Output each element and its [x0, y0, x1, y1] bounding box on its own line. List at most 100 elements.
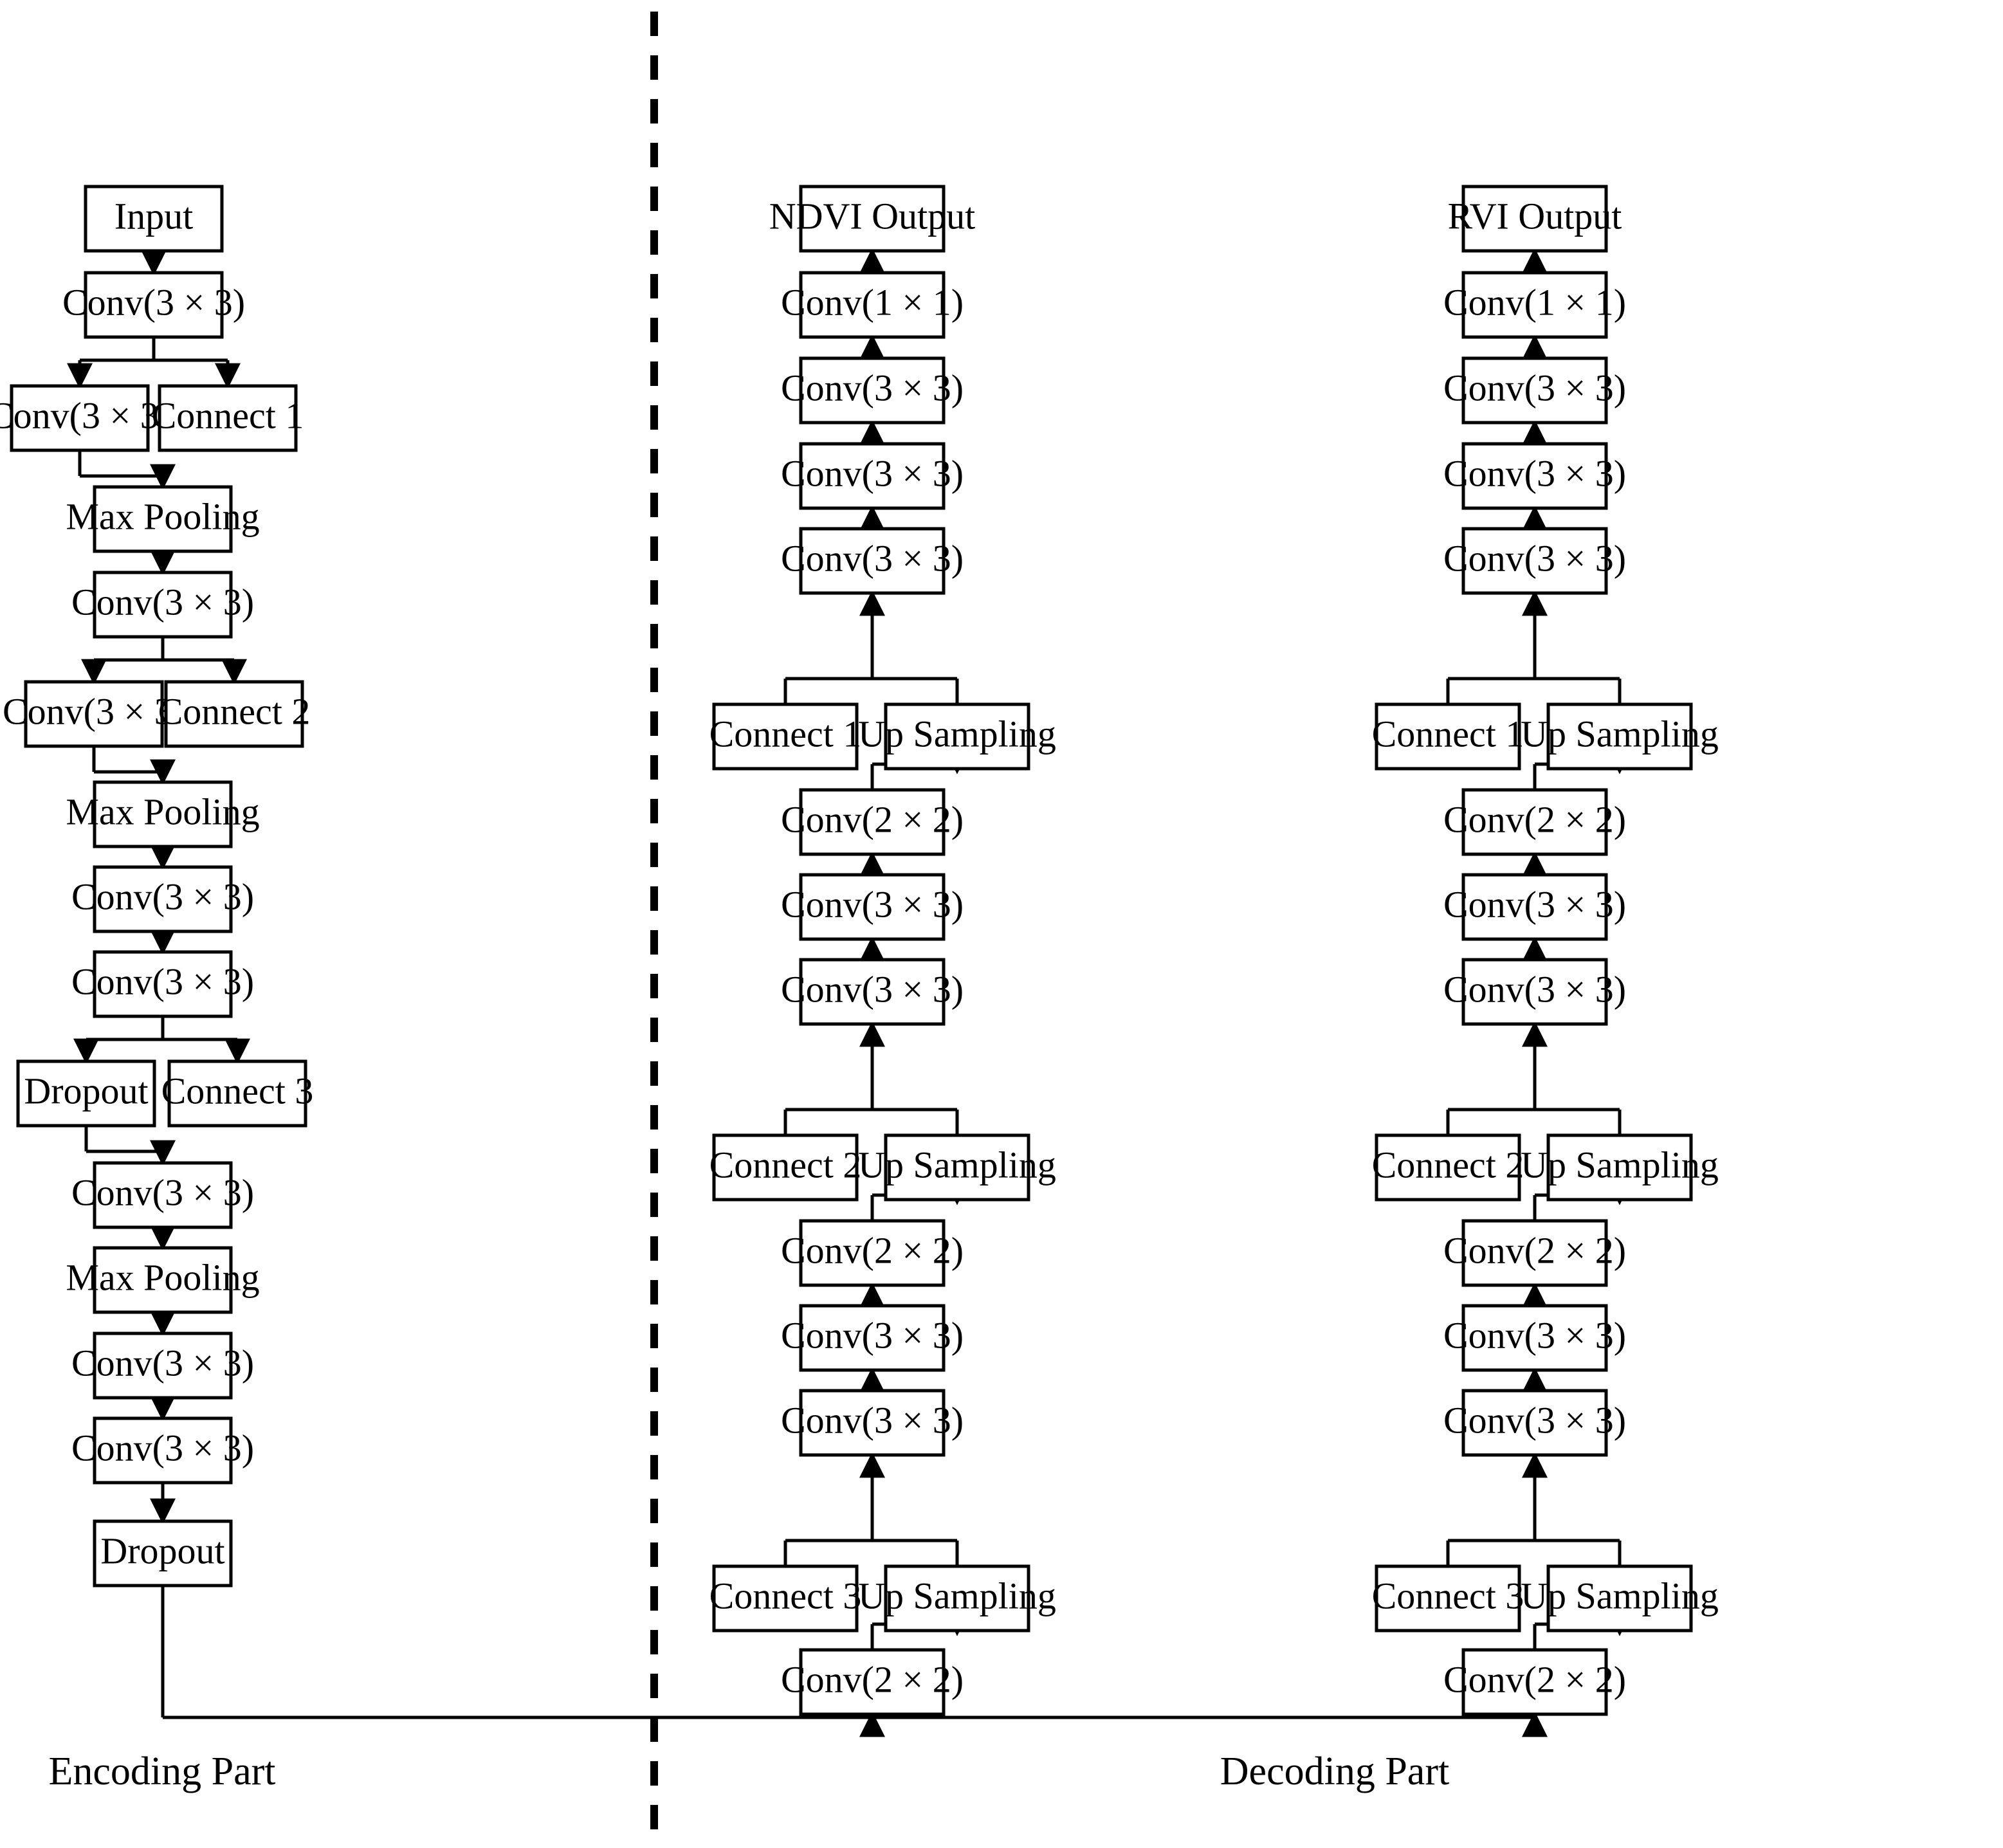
encoder-node-dropout-17-rect[interactable] [93, 1519, 233, 1587]
ndvi-node-conv2-2-12-rect[interactable] [799, 1219, 946, 1287]
encoder-node-max-pooling-8[interactable]: Max Pooling [66, 780, 260, 848]
encoder-node-dropout-17[interactable]: Dropout [93, 1519, 233, 1587]
ndvi-node-conv2-2-12[interactable]: Conv(2 × 2) [781, 1219, 964, 1287]
encoder-node-input-0-rect[interactable] [84, 185, 224, 253]
rvi-node-up-sampling-16[interactable]: Up Sampling [1521, 1564, 1719, 1633]
rvi-node-conv3-3-9-rect[interactable] [1461, 958, 1608, 1026]
encoder-node-connect-1-3-rect[interactable] [158, 384, 298, 452]
encoder-node-conv3-3-13[interactable]: Conv(3 × 3) [71, 1161, 254, 1229]
ndvi-node-conv1-1-1-rect[interactable] [799, 271, 946, 339]
rvi-node-connect-1-5-rect[interactable] [1375, 702, 1521, 771]
ndvi-node-conv3-3-4[interactable]: Conv(3 × 3) [781, 527, 964, 595]
rvi-node-conv3-3-14[interactable]: Conv(3 × 3) [1443, 1389, 1626, 1457]
encoder-node-conv3-3-15-rect[interactable] [93, 1331, 233, 1400]
ndvi-node-conv3-3-3[interactable]: Conv(3 × 3) [781, 442, 964, 510]
ndvi-node-ndvi-output-0[interactable]: NDVI Output [769, 185, 976, 253]
ndvi-node-up-sampling-16-rect[interactable] [884, 1564, 1030, 1633]
ndvi-node-up-sampling-11-rect[interactable] [884, 1133, 1030, 1202]
encoder-node-conv3-3-9-rect[interactable] [93, 865, 233, 933]
rvi-node-conv2-2-7[interactable]: Conv(2 × 2) [1443, 788, 1626, 856]
rvi-node-up-sampling-6[interactable]: Up Sampling [1521, 702, 1719, 771]
rvi-node-rvi-output-0[interactable]: RVI Output [1448, 185, 1622, 253]
encoder-node-conv3-3-10[interactable]: Conv(3 × 3) [71, 950, 254, 1018]
ndvi-node-connect-3-15[interactable]: Connect 3 [709, 1564, 862, 1633]
rvi-node-up-sampling-11[interactable]: Up Sampling [1521, 1133, 1719, 1202]
rvi-node-up-sampling-6-rect[interactable] [1546, 702, 1693, 771]
rvi-node-connect-2-10[interactable]: Connect 2 [1372, 1133, 1524, 1202]
encoder-node-max-pooling-4[interactable]: Max Pooling [66, 485, 260, 553]
ndvi-node-conv3-3-13[interactable]: Conv(3 × 3) [781, 1304, 964, 1372]
rvi-node-conv3-3-3[interactable]: Conv(3 × 3) [1443, 442, 1626, 510]
ndvi-node-up-sampling-6[interactable]: Up Sampling [858, 702, 1056, 771]
ndvi-node-conv3-3-2[interactable]: Conv(3 × 3) [781, 356, 964, 425]
encoder-node-conv3-3-2-rect[interactable] [10, 384, 150, 452]
encoder-node-max-pooling-14-rect[interactable] [93, 1246, 233, 1314]
encoder-node-connect-1-3[interactable]: Connect 1 [152, 384, 304, 452]
encoder-node-conv3-3-1[interactable]: Conv(3 × 3) [62, 271, 245, 339]
rvi-node-connect-3-15-rect[interactable] [1375, 1564, 1521, 1633]
rvi-node-conv2-2-12[interactable]: Conv(2 × 2) [1443, 1219, 1626, 1287]
ndvi-node-conv3-3-2-rect[interactable] [799, 356, 946, 425]
rvi-node-connect-2-10-rect[interactable] [1375, 1133, 1521, 1202]
encoder-node-conv3-3-16[interactable]: Conv(3 × 3) [71, 1416, 254, 1485]
rvi-node-connect-3-15[interactable]: Connect 3 [1372, 1564, 1524, 1633]
rvi-node-conv2-2-17[interactable]: Conv(2 × 2) [1443, 1648, 1626, 1716]
rvi-node-conv3-3-2[interactable]: Conv(3 × 3) [1443, 356, 1626, 425]
ndvi-node-conv3-3-13-rect[interactable] [799, 1304, 946, 1372]
rvi-node-up-sampling-16-rect[interactable] [1546, 1564, 1693, 1633]
encoder-node-conv3-3-5-rect[interactable] [93, 571, 233, 639]
rvi-node-conv1-1-1[interactable]: Conv(1 × 1) [1443, 271, 1626, 339]
ndvi-node-ndvi-output-0-rect[interactable] [799, 185, 946, 253]
ndvi-node-conv3-3-9[interactable]: Conv(3 × 3) [781, 958, 964, 1026]
encoder-node-conv3-3-10-rect[interactable] [93, 950, 233, 1018]
encoder-node-conv3-3-2[interactable]: Conv(3 × 3) [0, 384, 171, 452]
ndvi-node-conv3-3-14-rect[interactable] [799, 1389, 946, 1457]
encoder-node-conv3-3-9[interactable]: Conv(3 × 3) [71, 865, 254, 933]
rvi-node-connect-1-5[interactable]: Connect 1 [1372, 702, 1524, 771]
encoder-node-conv3-3-15[interactable]: Conv(3 × 3) [71, 1331, 254, 1400]
rvi-node-conv3-3-2-rect[interactable] [1461, 356, 1608, 425]
encoder-node-connect-3-12-rect[interactable] [167, 1059, 307, 1128]
rvi-node-conv1-1-1-rect[interactable] [1461, 271, 1608, 339]
ndvi-node-connect-1-5-rect[interactable] [712, 702, 859, 771]
ndvi-node-conv2-2-17-rect[interactable] [799, 1648, 946, 1716]
ndvi-node-connect-3-15-rect[interactable] [712, 1564, 859, 1633]
rvi-node-conv3-3-8-rect[interactable] [1461, 873, 1608, 941]
rvi-node-conv3-3-13-rect[interactable] [1461, 1304, 1608, 1372]
encoder-node-dropout-11[interactable]: Dropout [16, 1059, 156, 1128]
encoder-node-conv3-3-16-rect[interactable] [93, 1416, 233, 1485]
ndvi-node-conv3-3-14[interactable]: Conv(3 × 3) [781, 1389, 964, 1457]
encoder-node-conv3-3-5[interactable]: Conv(3 × 3) [71, 571, 254, 639]
ndvi-node-conv1-1-1[interactable]: Conv(1 × 1) [781, 271, 964, 339]
ndvi-node-up-sampling-16[interactable]: Up Sampling [858, 1564, 1056, 1633]
ndvi-node-conv3-3-4-rect[interactable] [799, 527, 946, 595]
encoder-node-connect-3-12[interactable]: Connect 3 [161, 1059, 314, 1128]
ndvi-node-connect-2-10-rect[interactable] [712, 1133, 859, 1202]
encoder-node-conv3-3-6-rect[interactable] [24, 680, 164, 748]
ndvi-node-conv2-2-17[interactable]: Conv(2 × 2) [781, 1648, 964, 1716]
rvi-node-conv3-3-3-rect[interactable] [1461, 442, 1608, 510]
encoder-node-max-pooling-14[interactable]: Max Pooling [66, 1246, 260, 1314]
encoder-node-connect-2-7[interactable]: Connect 2 [158, 680, 311, 748]
encoder-node-conv3-3-13-rect[interactable] [93, 1161, 233, 1229]
rvi-node-conv3-3-14-rect[interactable] [1461, 1389, 1608, 1457]
ndvi-node-up-sampling-6-rect[interactable] [884, 702, 1030, 771]
encoder-node-dropout-11-rect[interactable] [16, 1059, 156, 1128]
ndvi-node-conv3-3-8[interactable]: Conv(3 × 3) [781, 873, 964, 941]
ndvi-node-conv2-2-7[interactable]: Conv(2 × 2) [781, 788, 964, 856]
ndvi-node-connect-2-10[interactable]: Connect 2 [709, 1133, 862, 1202]
rvi-node-conv3-3-13[interactable]: Conv(3 × 3) [1443, 1304, 1626, 1372]
rvi-node-up-sampling-11-rect[interactable] [1546, 1133, 1693, 1202]
ndvi-node-conv3-3-9-rect[interactable] [799, 958, 946, 1026]
encoder-node-conv3-3-1-rect[interactable] [84, 271, 224, 339]
rvi-node-rvi-output-0-rect[interactable] [1461, 185, 1608, 253]
ndvi-node-conv3-3-8-rect[interactable] [799, 873, 946, 941]
encoder-node-input-0[interactable]: Input [84, 185, 224, 253]
rvi-node-conv2-2-7-rect[interactable] [1461, 788, 1608, 856]
rvi-node-conv3-3-9[interactable]: Conv(3 × 3) [1443, 958, 1626, 1026]
ndvi-node-up-sampling-11[interactable]: Up Sampling [858, 1133, 1056, 1202]
encoder-node-max-pooling-8-rect[interactable] [93, 780, 233, 848]
ndvi-node-connect-1-5[interactable]: Connect 1 [709, 702, 862, 771]
encoder-node-max-pooling-4-rect[interactable] [93, 485, 233, 553]
ndvi-node-conv2-2-7-rect[interactable] [799, 788, 946, 856]
